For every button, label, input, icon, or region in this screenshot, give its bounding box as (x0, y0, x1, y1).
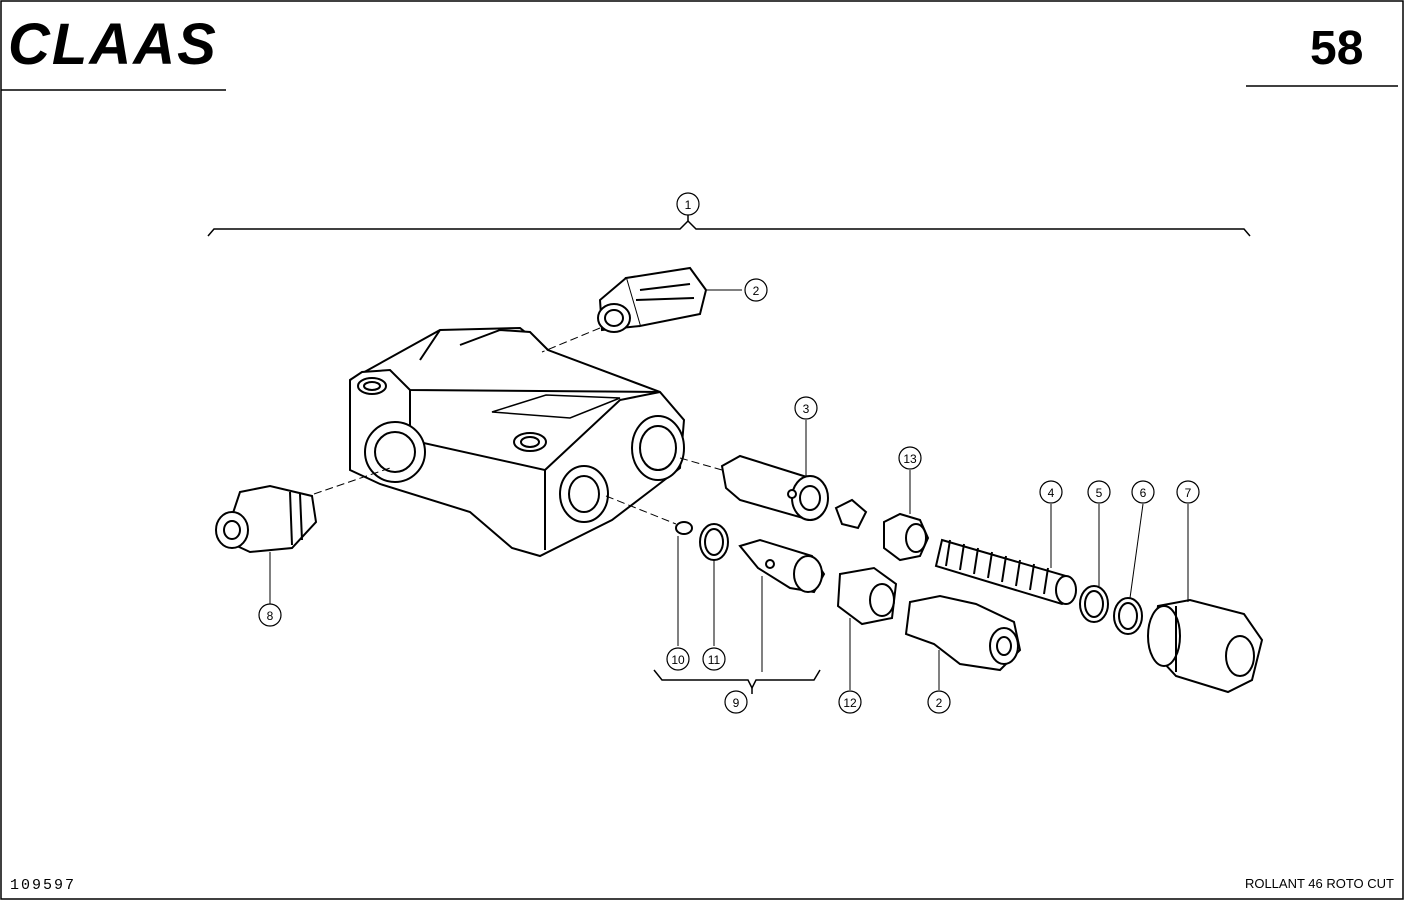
callout-label-8: 8 (267, 609, 274, 623)
dash-line (605, 495, 677, 525)
washer-5 (1079, 585, 1109, 623)
callout-8 (258, 603, 282, 627)
callout-label-1: 1 (685, 198, 692, 212)
callout-7 (1176, 480, 1200, 504)
washer-6 (1113, 597, 1143, 635)
valve-block (349, 326, 686, 558)
brand-logo: CLAAS (8, 12, 218, 77)
plug (1147, 598, 1264, 694)
callout-label-12: 12 (843, 696, 857, 710)
model-name: ROLLANT 46 ROTO CUT (1245, 876, 1394, 891)
callout-label-6: 6 (1140, 486, 1147, 500)
callout-9 (724, 690, 748, 714)
dash-line (541, 327, 601, 353)
callout-1 (676, 192, 700, 216)
callout-5 (1087, 480, 1111, 504)
callout-3 (794, 396, 818, 420)
callout-2-bottom (927, 690, 951, 714)
sleeve (836, 566, 898, 626)
poppet (738, 538, 826, 594)
spring (934, 538, 1077, 606)
callout-label-3: 3 (803, 402, 810, 416)
callout-label-4: 4 (1048, 486, 1055, 500)
callout-6 (1131, 480, 1155, 504)
assembly-bracket (207, 214, 1251, 237)
callout-label-2-top: 2 (753, 284, 760, 298)
callout-12 (838, 690, 862, 714)
callout-10 (666, 647, 690, 671)
callout-label-11: 11 (708, 653, 721, 667)
sub-bracket (653, 669, 821, 694)
piston-assembly (720, 454, 868, 530)
leader-line (1129, 503, 1144, 599)
o-ring (699, 523, 729, 561)
callout-13 (898, 446, 922, 470)
page-number: 58 (1310, 22, 1363, 75)
callout-label-10: 10 (671, 653, 685, 667)
small-spring (675, 521, 693, 535)
callout-label-2-bottom: 2 (936, 696, 943, 710)
fitting-left (215, 484, 318, 554)
callout-label-13: 13 (903, 452, 917, 466)
valve-cap (883, 512, 930, 562)
callout-11 (702, 647, 726, 671)
fitting-top (597, 266, 708, 333)
dash-line (313, 467, 391, 495)
dash-line (679, 457, 723, 471)
fitting-bottom (904, 594, 1022, 672)
drawing-number: 109597 (10, 877, 76, 894)
callout-4 (1039, 480, 1063, 504)
callout-label-7: 7 (1185, 486, 1192, 500)
callout-2-top (744, 278, 768, 302)
callout-label-5: 5 (1096, 486, 1103, 500)
callout-label-9: 9 (733, 696, 740, 710)
callouts (258, 192, 1200, 714)
